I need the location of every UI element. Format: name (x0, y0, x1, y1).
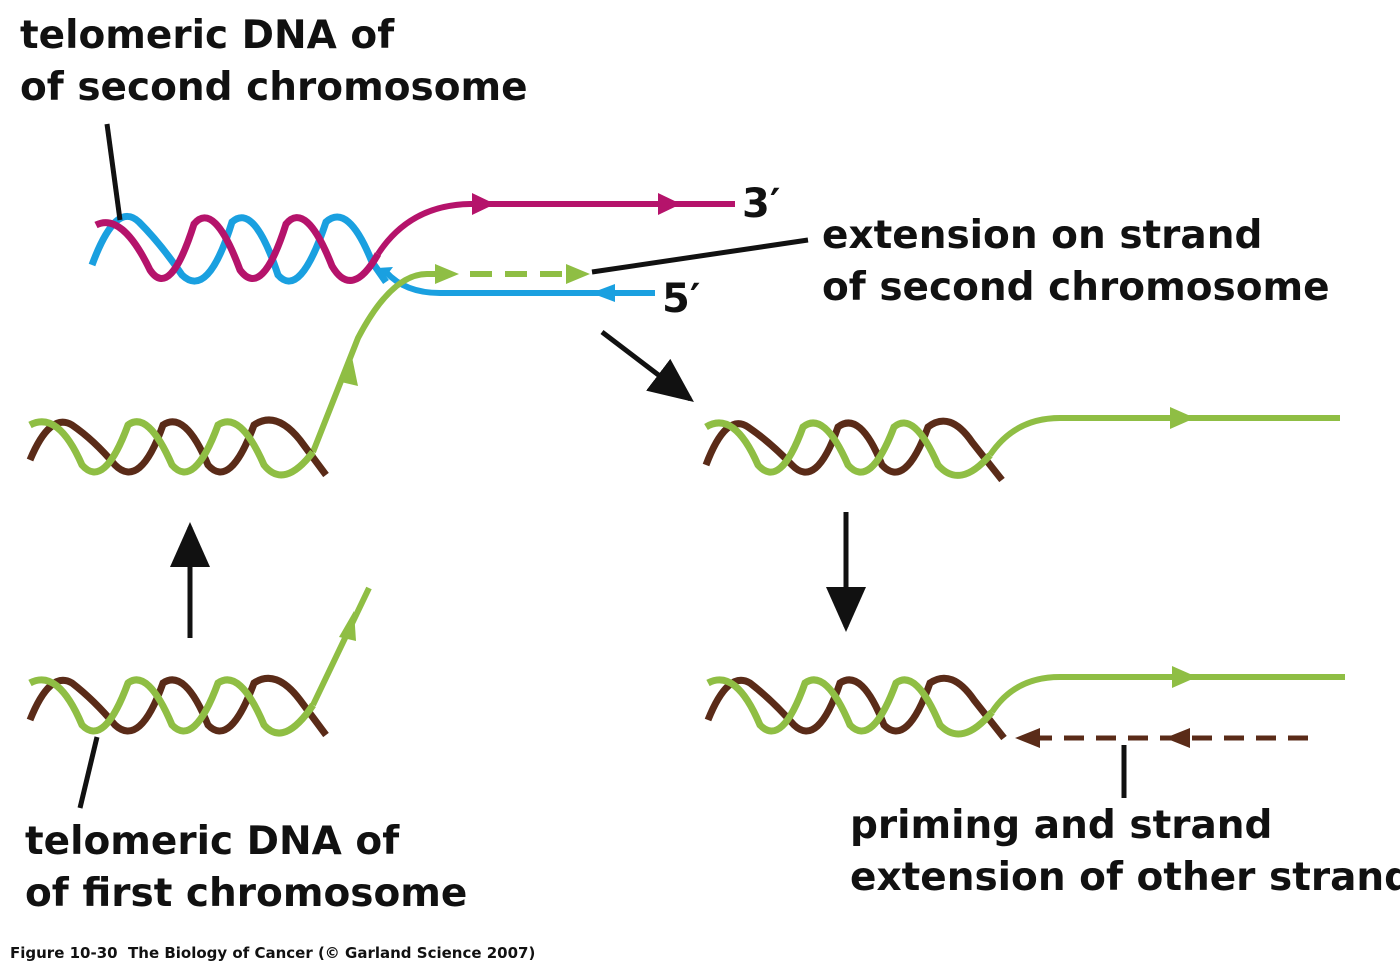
extension-pointer (591, 237, 809, 275)
green-overhang (989, 674, 1345, 714)
three-prime-label: 3′ (742, 181, 781, 227)
blue-arrowhead (378, 267, 393, 279)
blue-arrowhead (591, 284, 615, 302)
second-chromosome-pointer (104, 123, 123, 221)
label-line: of second chromosome (822, 265, 1330, 310)
green-arrowhead (435, 264, 459, 284)
green-arrowhead (566, 264, 590, 284)
fully-extended-helix (704, 674, 1007, 741)
label-line: priming and strand (850, 803, 1273, 848)
label-line: extension of other strand (850, 855, 1400, 900)
green-arrowhead (1170, 407, 1195, 429)
figure-source: The Biology of Cancer (© Garland Science… (128, 944, 536, 962)
green-helix-strand (706, 676, 995, 738)
brown-helix-strand (704, 674, 1007, 741)
priming-label: priming and strand extension of other st… (850, 800, 1400, 904)
first-chromosome-label: telomeric DNA of of first chromosome (25, 816, 467, 920)
figure-number: Figure 10-30 (10, 944, 118, 962)
green-arrowhead (1172, 666, 1197, 688)
brown-arrowhead (1165, 728, 1190, 748)
first-chromosome-pointer (77, 736, 100, 809)
label-line: telomeric DNA of (25, 819, 400, 864)
green-helix-strand (704, 419, 993, 479)
label-line: of first chromosome (25, 871, 468, 916)
blue-5prime-strand (383, 269, 655, 296)
five-prime-label: 5′ (662, 276, 701, 322)
green-overhang (987, 415, 1340, 457)
magenta-3prime-overhang (375, 201, 735, 256)
green-helix-strand (28, 676, 316, 737)
extended-helix (702, 417, 1005, 483)
green-free-end (310, 586, 372, 707)
magenta-arrowhead (472, 193, 495, 215)
brown-helix-strand (26, 416, 329, 478)
green-helix-strand (28, 418, 316, 479)
second-chromosome-helix (88, 213, 389, 285)
label-line: of second chromosome (20, 65, 528, 110)
first-chromosome-helix-original (26, 674, 329, 738)
magenta-helix-strand (94, 214, 382, 284)
diagonal-process-arrow (600, 330, 694, 403)
brown-helix-strand (26, 674, 329, 738)
green-arrowhead (339, 611, 356, 641)
first-chromosome-helix-invading (26, 416, 329, 479)
green-arrowhead (341, 357, 358, 386)
brown-helix-strand (702, 417, 1005, 483)
blue-helix-strand (88, 213, 389, 285)
brown-arrowhead (1015, 728, 1040, 748)
extension-label: extension on strand of second chromosome (822, 210, 1330, 314)
second-chromosome-label: telomeric DNA of of second chromosome (20, 10, 528, 114)
magenta-arrowhead (658, 193, 681, 215)
label-line: extension on strand (822, 213, 1263, 258)
figure-caption: Figure 10-30 The Biology of Cancer (© Ga… (10, 944, 535, 962)
label-line: telomeric DNA of (20, 13, 395, 58)
green-invading-strand (310, 270, 448, 454)
